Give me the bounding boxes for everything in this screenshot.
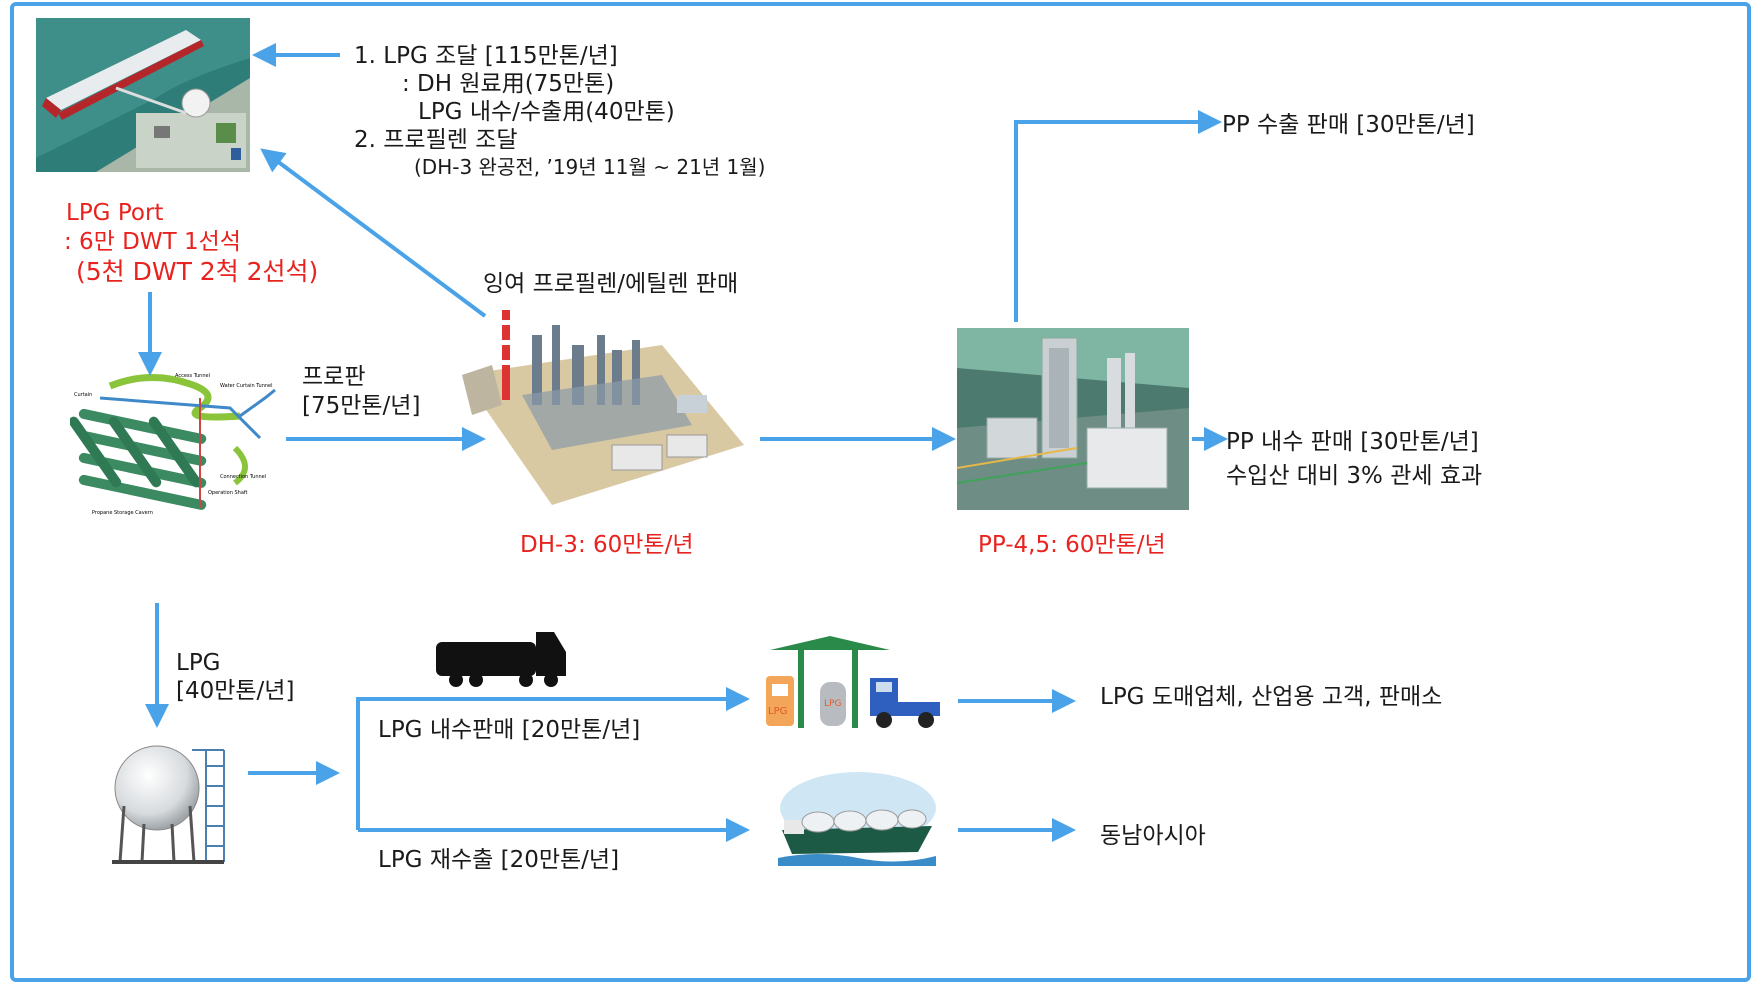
cavern-label-water: Water Curtain Tunnel — [220, 383, 273, 389]
lpg-flow-line-2: [40만톤/년] — [176, 678, 295, 704]
arrow-split-to-station — [356, 687, 750, 830]
lpg-domestic-sale-label: LPG 내수판매 [20만톤/년] — [378, 717, 641, 743]
pump-lpg-tag: LPG — [768, 706, 787, 717]
port-line-3: (5천 DWT 2척 2선석) — [76, 257, 319, 286]
cavern-label-access: Access Tunnel — [175, 373, 210, 379]
port-line-2: : 6만 DWT 1선석 — [64, 229, 241, 255]
lpg-port-image — [36, 18, 250, 172]
procurement-line-1: 1. LPG 조달 [115만톤/년] — [354, 43, 618, 69]
propane-flow-line-1: 프로판 — [302, 364, 366, 390]
pp-domestic-line-1: PP 내수 판매 [30만톤/년] — [1226, 429, 1479, 455]
pp-capacity-label: PP-4,5: 60만톤/년 — [978, 532, 1166, 558]
pp-domestic-line-2: 수입산 대비 3% 관세 효과 — [1226, 463, 1483, 489]
tanker-truck-image — [436, 632, 568, 688]
lpg-tanker-ship-image — [778, 770, 936, 866]
dh3-plant-image — [462, 305, 744, 505]
dh3-capacity-label: DH-3: 60만톤/년 — [520, 532, 694, 558]
southeast-asia-label: 동남아시아 — [1100, 823, 1206, 849]
lpg-station-image: LPG LPG — [760, 632, 942, 732]
port-line-1: LPG Port — [66, 200, 164, 226]
propane-flow-line-2: [75만톤/년] — [302, 393, 421, 419]
diagram-frame — [10, 2, 1751, 982]
cavern-label-shaft: Operation Shaft — [208, 490, 248, 496]
lpg-customers-label: LPG 도매업체, 산업용 고객, 판매소 — [1100, 684, 1443, 710]
arrow-surplus-to-port — [260, 148, 487, 318]
lpg-flow-line-1: LPG — [176, 650, 221, 676]
procurement-line-3: LPG 내수/수출用(40만톤) — [418, 99, 675, 125]
procurement-line-4: 2. 프로필렌 조달 — [354, 127, 518, 153]
procurement-line-5: (DH-3 완공전, ’19년 11월 ~ 21년 1월) — [414, 155, 766, 179]
pp-export-label: PP 수출 판매 [30만톤/년] — [1222, 112, 1475, 138]
lpg-reexport-label: LPG 재수출 [20만톤/년] — [378, 847, 620, 873]
procurement-line-2: : DH 원료用(75만톤) — [402, 71, 615, 97]
cavern-label-connection: Connection Tunnel — [220, 474, 266, 480]
cylinder-lpg-tag: LPG — [824, 699, 841, 709]
lpg-storage-sphere-image — [102, 736, 232, 866]
propane-cavern-image: Access Tunnel Water Curtain Tunnel Conne… — [70, 368, 282, 518]
cavern-label-curtain: Curtain — [74, 392, 92, 398]
arrow-pp-to-export — [1014, 110, 1222, 322]
pp-plant-image — [957, 328, 1189, 510]
surplus-label: 잉여 프로필렌/에틸렌 판매 — [483, 271, 739, 297]
cavern-label-storage: Propane Storage Cavern — [92, 510, 153, 516]
